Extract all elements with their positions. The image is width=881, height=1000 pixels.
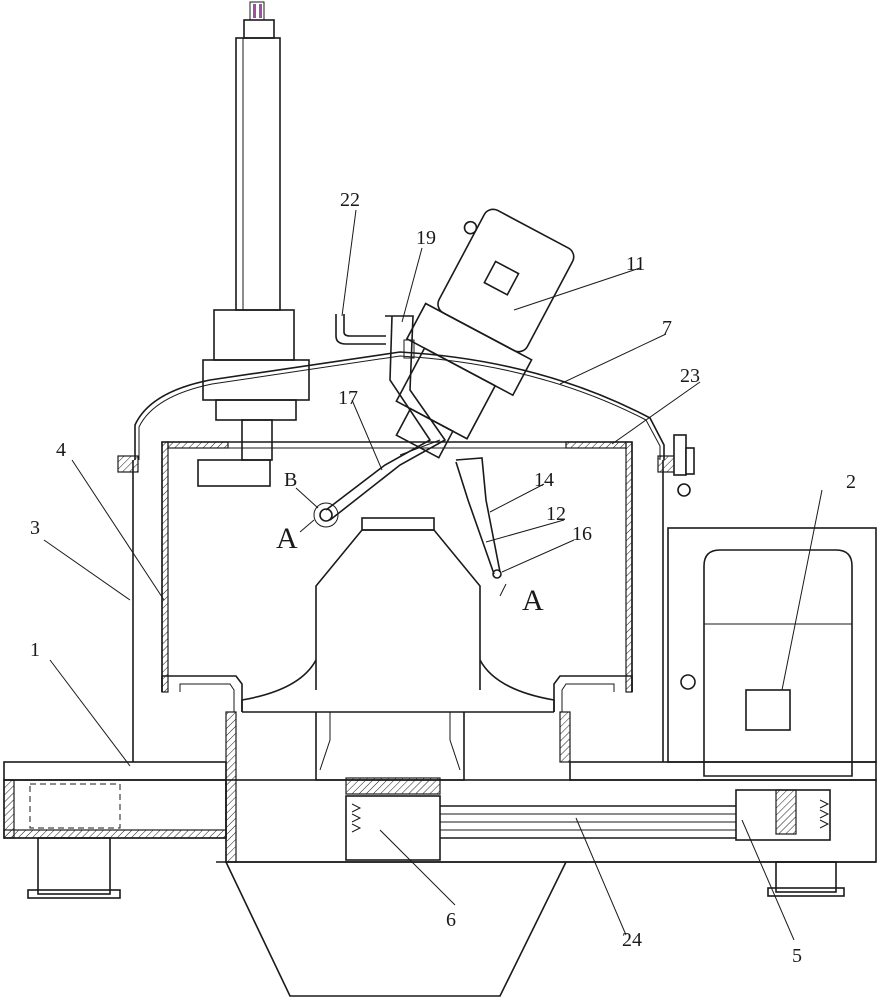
scraper-arm [313,315,447,528]
section-mark-a-left: A [276,522,298,555]
label-17: 17 [338,387,358,409]
scraper-blade [455,457,502,579]
label-1: 1 [30,639,40,661]
label-7: 7 [662,317,672,339]
central-hub [241,517,555,781]
label-24: 24 [622,929,642,951]
label-5: 5 [792,945,802,967]
detail-mark-b: B [284,469,297,491]
section-mark-a-right: A [522,584,544,617]
label-3: 3 [30,517,40,539]
label-22: 22 [340,189,360,211]
belt-drive [345,777,831,861]
label-12: 12 [546,503,566,525]
label-4: 4 [56,439,66,461]
inner-drum [161,441,633,712]
label-6: 6 [446,909,456,931]
lid-latch [673,434,695,497]
label-16: 16 [572,523,592,545]
label-2: 2 [846,471,856,493]
lifting-cylinder [197,1,310,487]
discharge-hopper [225,861,567,997]
leader-lines [43,209,823,941]
outer-casing [117,455,679,762]
base-frame [3,711,877,899]
feed-pipe [335,314,386,345]
label-14: 14 [534,469,554,491]
top-motor [395,208,575,459]
label-11: 11 [626,253,645,275]
label-23: 23 [680,365,700,387]
label-19: 19 [416,227,436,249]
drive-motor [667,527,877,777]
lid-cover [134,351,665,460]
